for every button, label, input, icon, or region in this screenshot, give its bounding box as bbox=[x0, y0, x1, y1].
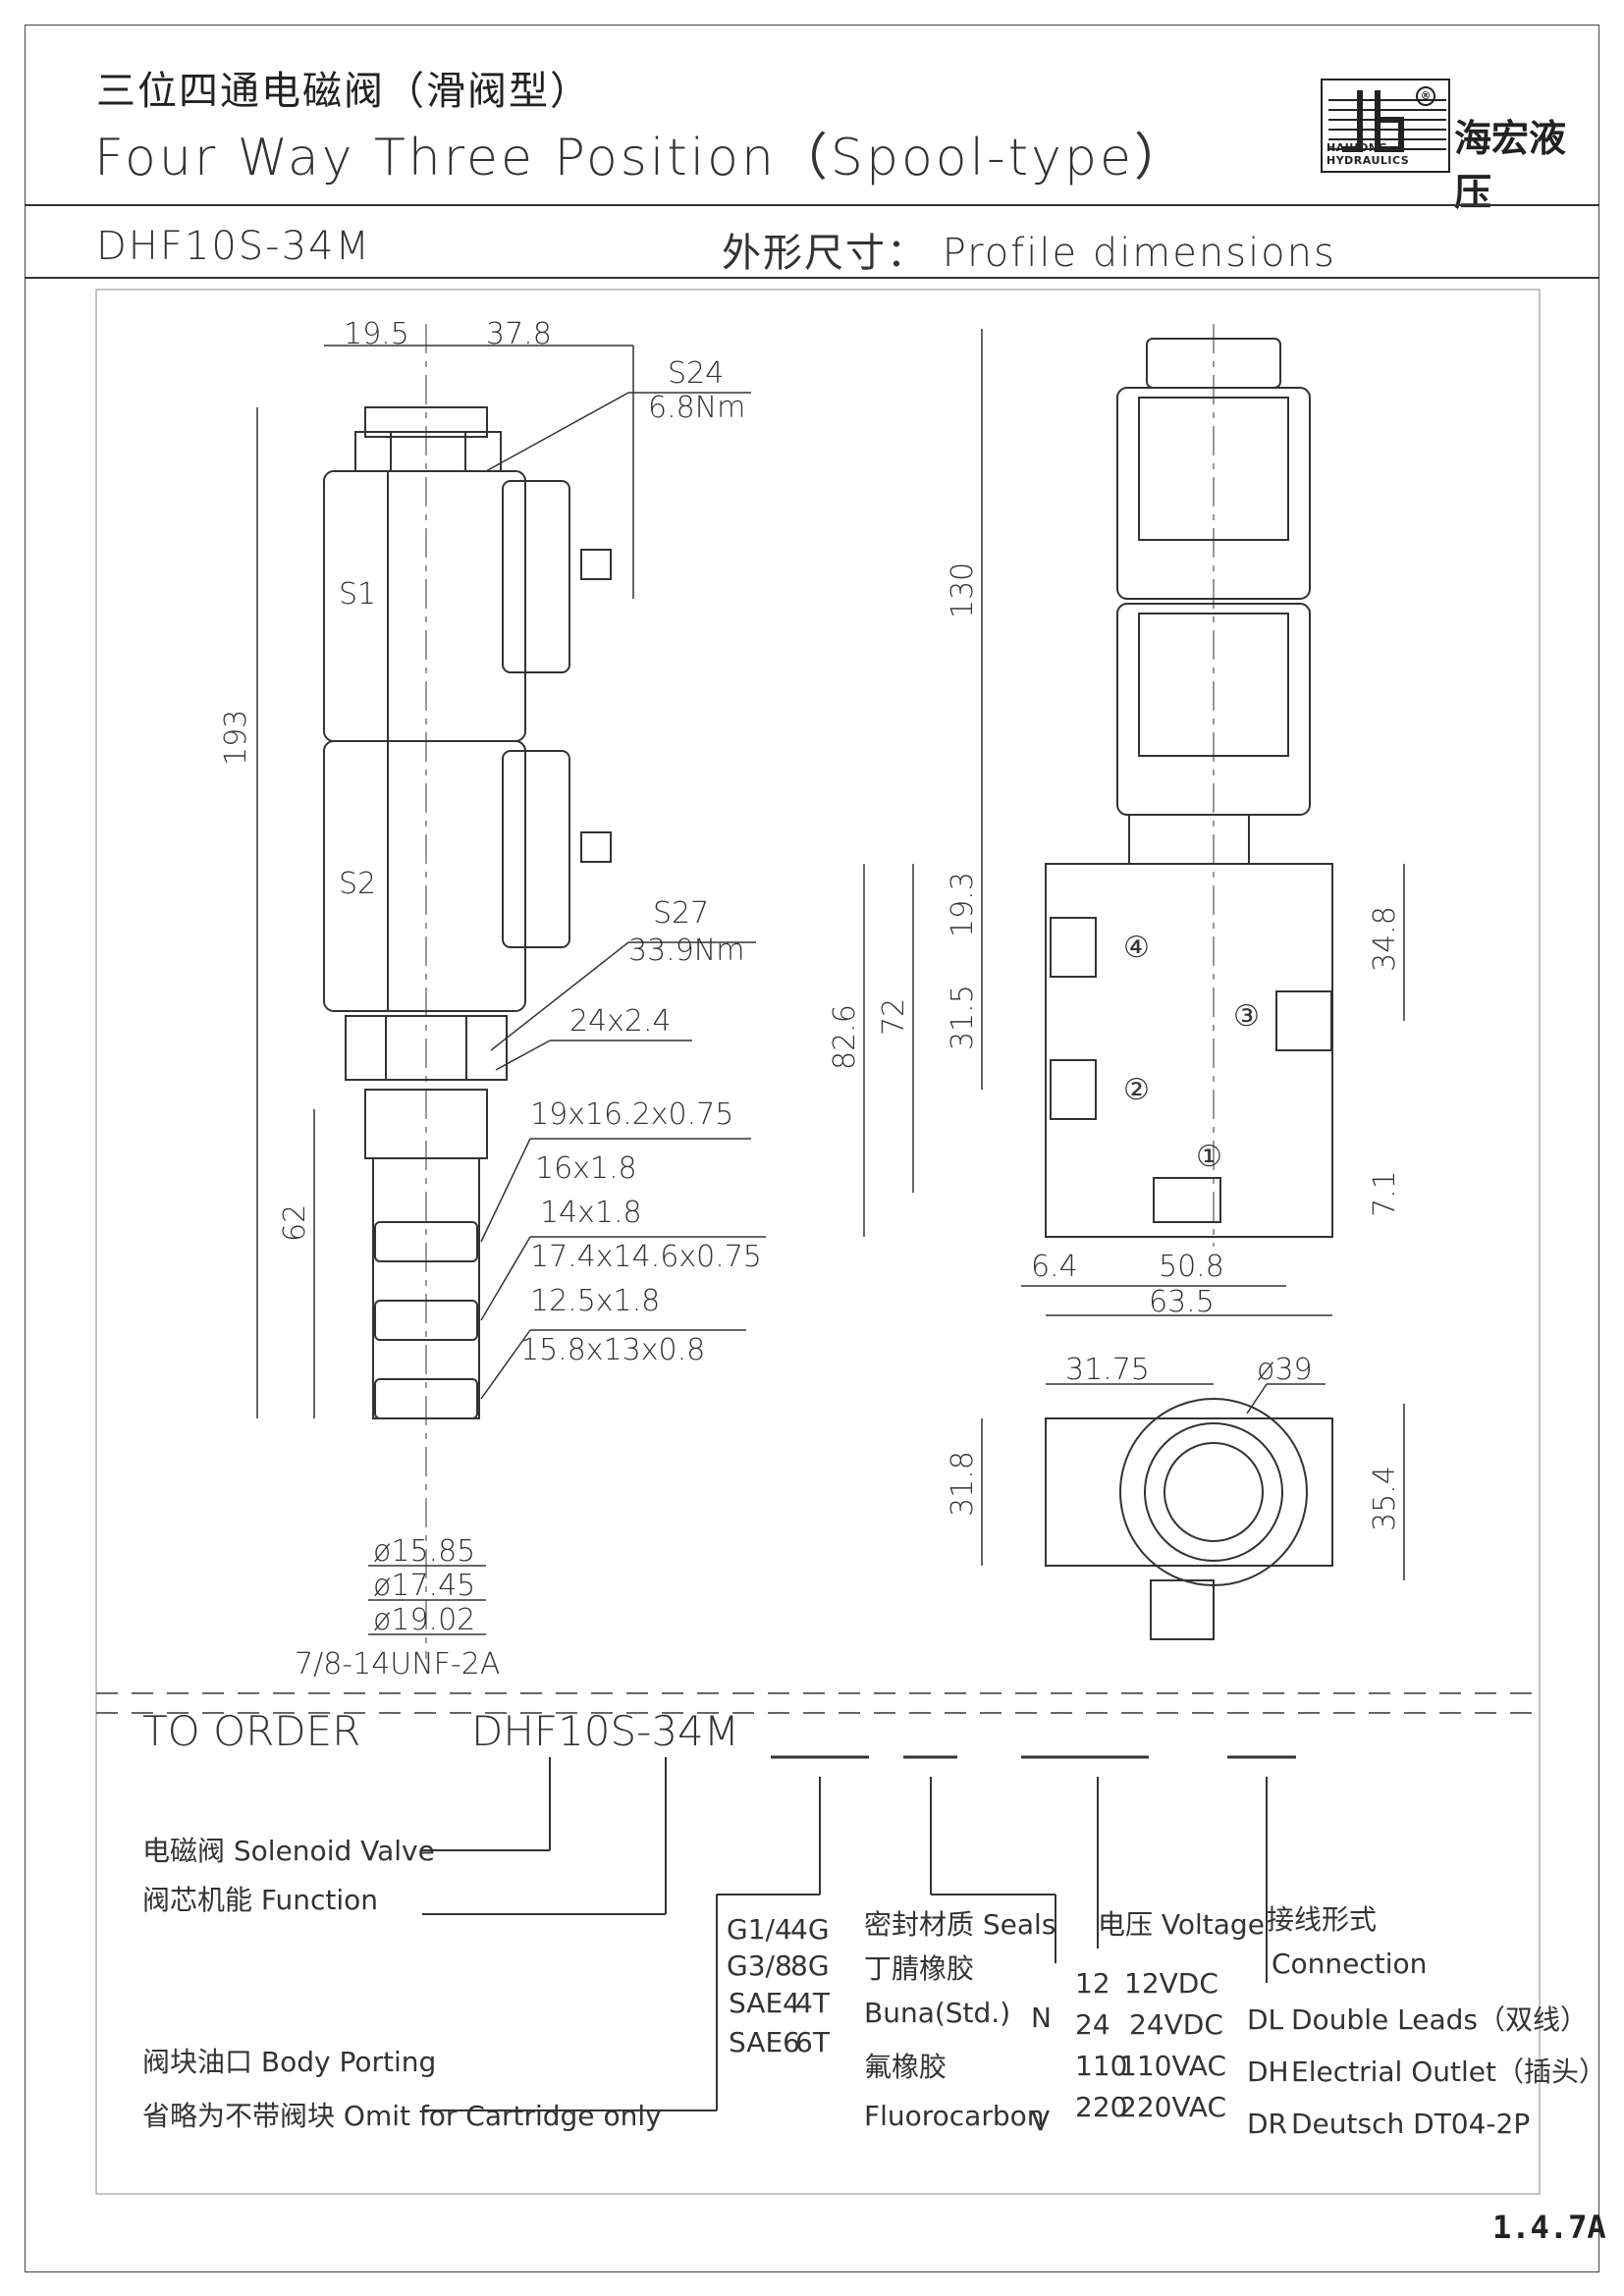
port-2-label: ② bbox=[1123, 1073, 1150, 1107]
dim-37-8: 37.8 bbox=[486, 317, 552, 351]
dim-31-5: 31.5 bbox=[946, 985, 980, 1050]
seal-15-8x13: 15.8x13x0.8 bbox=[520, 1333, 705, 1367]
logo-mark-box: ® HAIHONG HYDRAULICS bbox=[1321, 79, 1450, 173]
port-1-label: ① bbox=[1196, 1140, 1222, 1174]
order-function: 阀芯机能 Function bbox=[142, 1884, 378, 1916]
voltage-code-1: 12 bbox=[1075, 1967, 1110, 2000]
port-val-1: 4G bbox=[790, 1913, 830, 1946]
dim-193: 193 bbox=[219, 710, 253, 766]
voltage-code-2: 24 bbox=[1075, 2008, 1110, 2041]
dim-dia-39: ø39 bbox=[1257, 1353, 1313, 1387]
model-number: DHF10S-34M bbox=[96, 224, 372, 269]
header-rule bbox=[25, 204, 1599, 206]
page-number: 1.4.7A bbox=[1492, 2209, 1606, 2246]
port-code-2: G3/8 bbox=[727, 1949, 792, 1982]
company-logo: ® HAIHONG HYDRAULICS 海宏液压 bbox=[1321, 79, 1586, 214]
seal-16x1-8: 16x1.8 bbox=[535, 1151, 637, 1186]
connection-title-cn: 接线形式 bbox=[1267, 1903, 1377, 1936]
label-s27-torque: 33.9Nm bbox=[628, 934, 744, 968]
voltage-val-4: 220VAC bbox=[1119, 2091, 1226, 2123]
label-s2: S2 bbox=[339, 867, 376, 901]
label-s24-torque: 6.8Nm bbox=[648, 391, 745, 425]
dim-31-75: 31.75 bbox=[1065, 1353, 1150, 1387]
logo-glyph bbox=[1328, 90, 1446, 152]
order-model: DHF10S-34M bbox=[471, 1707, 739, 1755]
logo-chinese-name: 海宏液压 bbox=[1454, 116, 1567, 214]
port-val-4: 6T bbox=[795, 2026, 831, 2058]
port-val-3: 4T bbox=[795, 1987, 831, 2019]
port-code-3: SAE4 bbox=[729, 1987, 800, 2019]
voltage-val-2: 24VDC bbox=[1129, 2008, 1223, 2041]
subheader-rule bbox=[25, 277, 1599, 279]
label-s24: S24 bbox=[668, 356, 724, 391]
order-solenoid: 电磁阀 Solenoid Valve bbox=[142, 1835, 435, 1867]
seal-buna-cn: 丁腈橡胶 bbox=[864, 1952, 974, 1985]
conn-val-dl: Double Leads（双线） bbox=[1291, 2003, 1588, 2036]
to-order-label: TO ORDER bbox=[142, 1707, 360, 1755]
seal-14x1-8: 14x1.8 bbox=[540, 1196, 642, 1230]
voltage-code-4: 220 bbox=[1075, 2091, 1127, 2123]
seal-fluoro-cn: 氟橡胶 bbox=[864, 2051, 947, 2083]
seal-fluoro-code: V bbox=[1031, 2105, 1050, 2137]
conn-val-dh: Electrial Outlet（插头） bbox=[1291, 2056, 1606, 2088]
dim-7-1: 7.1 bbox=[1368, 1170, 1402, 1217]
dim-35-4: 35.4 bbox=[1368, 1466, 1402, 1531]
dim-19-5: 19.5 bbox=[344, 317, 409, 351]
port-3-label: ③ bbox=[1233, 999, 1260, 1034]
seal-fluoro: Fluorocarbon bbox=[864, 2100, 1045, 2132]
order-body-porting: 阀块油口 Body Porting bbox=[142, 2046, 436, 2078]
thread-spec: 7/8-14UNF-2A bbox=[295, 1647, 500, 1682]
seal-19x16: 19x16.2x0.75 bbox=[530, 1097, 733, 1132]
seals-title: 密封材质 Seals bbox=[864, 1908, 1056, 1941]
side-view bbox=[256, 324, 766, 1659]
voltage-code-3: 110 bbox=[1075, 2050, 1127, 2082]
dia-15-85: ø15.85 bbox=[373, 1534, 475, 1569]
port-4-label: ④ bbox=[1123, 931, 1150, 965]
conn-val-dr: Deutsch DT04-2P bbox=[1291, 2108, 1530, 2140]
seal-buna-code: N bbox=[1031, 2002, 1052, 2034]
port-code-1: G1/4 bbox=[727, 1913, 792, 1946]
seal-12-5x1-8: 12.5x1.8 bbox=[530, 1284, 660, 1318]
port-val-2: 8G bbox=[790, 1949, 830, 1982]
label-s27: S27 bbox=[653, 896, 709, 931]
conn-code-dr: DR bbox=[1247, 2108, 1287, 2140]
voltage-val-1: 12VDC bbox=[1124, 1967, 1218, 2000]
logo-subtext: HAIHONG HYDRAULICS bbox=[1326, 141, 1410, 167]
conn-code-dh: DH bbox=[1247, 2056, 1289, 2088]
title-chinese: 三位四通电磁阀（滑阀型） bbox=[96, 69, 591, 114]
label-s1: S1 bbox=[339, 577, 376, 612]
dim-50-8: 50.8 bbox=[1159, 1250, 1224, 1284]
title-english: Four Way Three Position（Spool-type） bbox=[94, 129, 1188, 187]
seal-17-4x14-6: 17.4x14.6x0.75 bbox=[530, 1240, 762, 1274]
dim-6-4: 6.4 bbox=[1031, 1250, 1078, 1284]
dia-19-02: ø19.02 bbox=[373, 1603, 475, 1637]
dim-34-8: 34.8 bbox=[1368, 906, 1402, 972]
dim-72: 72 bbox=[877, 998, 911, 1036]
dim-130: 130 bbox=[946, 562, 980, 618]
dia-17-45: ø17.45 bbox=[373, 1569, 475, 1603]
order-omit: 省略为不带阀块 Omit for Cartridge only bbox=[142, 2100, 662, 2132]
registered-mark: ® bbox=[1416, 86, 1435, 106]
connection-title: Connection bbox=[1272, 1948, 1427, 1980]
conn-code-dl: DL bbox=[1247, 2003, 1284, 2036]
voltage-title: 电压 Voltage bbox=[1098, 1908, 1265, 1941]
bottom-view bbox=[981, 1383, 1405, 1640]
voltage-val-3: 110VAC bbox=[1119, 2050, 1226, 2082]
seal-buna: Buna(Std.) bbox=[864, 1997, 1010, 2029]
dim-24x2-4: 24x2.4 bbox=[569, 1004, 672, 1039]
front-view bbox=[863, 324, 1405, 1316]
port-code-4: SAE6 bbox=[729, 2026, 800, 2058]
drawing-sheet-frame bbox=[25, 25, 1599, 2272]
dim-82-6: 82.6 bbox=[828, 1004, 862, 1070]
dim-63-5: 63.5 bbox=[1149, 1285, 1215, 1319]
dim-31-8: 31.8 bbox=[946, 1451, 980, 1517]
profile-dimensions-label: 外形尺寸： Profile dimensions bbox=[722, 231, 1336, 276]
order-tree bbox=[96, 1692, 1540, 2111]
dim-62: 62 bbox=[278, 1204, 312, 1242]
dim-19-3: 19.3 bbox=[946, 872, 980, 937]
